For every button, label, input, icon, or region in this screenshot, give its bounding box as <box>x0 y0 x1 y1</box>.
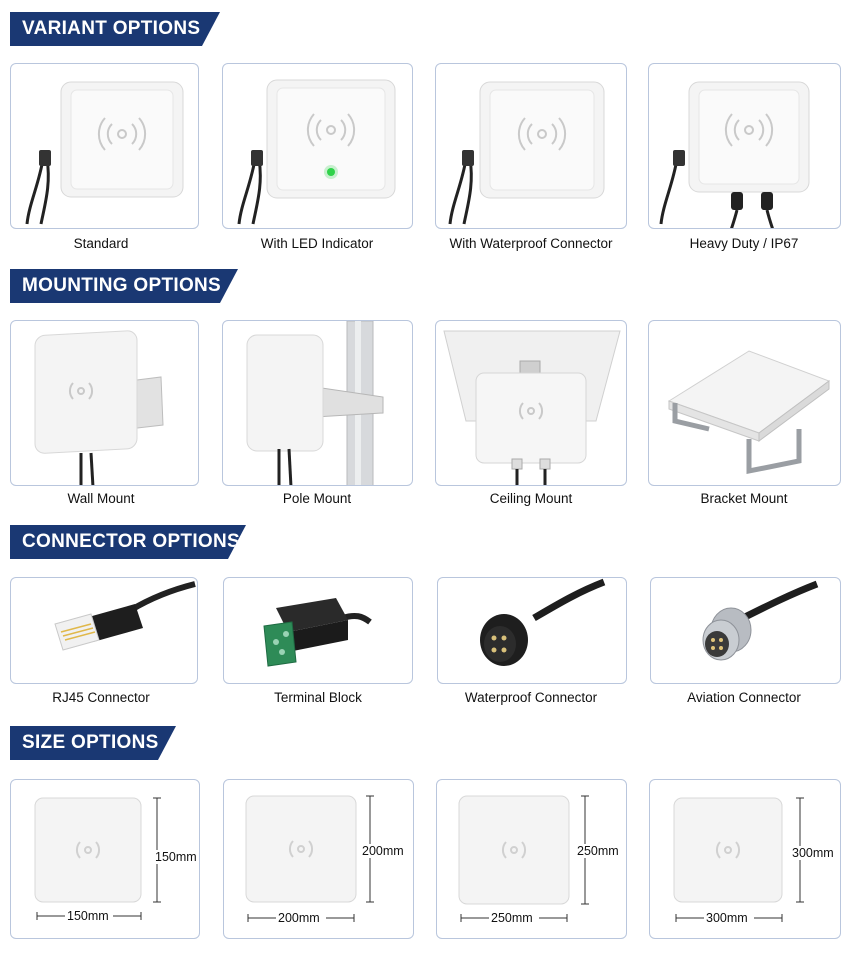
connector-rj45-card[interactable] <box>10 577 198 684</box>
wifi-icon <box>724 113 774 147</box>
size-300-image <box>673 797 804 924</box>
variant-options-title: VARIANT OPTIONS <box>10 12 220 46</box>
wifi-icon <box>306 113 356 147</box>
mount-pole-label: Pole Mount <box>282 491 352 506</box>
size-200-card[interactable]: 200mm 200mm <box>223 779 414 939</box>
wifi-icon <box>289 840 313 858</box>
variant-led-label: With LED Indicator <box>260 236 374 251</box>
size-200-height-label: 200mm <box>362 844 404 858</box>
variant-waterproof-label: With Waterproof Connector <box>449 236 613 251</box>
variant-standard-label: Standard <box>73 236 129 251</box>
size-250-width-label: 250mm <box>491 911 533 925</box>
size-250-height-label: 250mm <box>577 844 619 858</box>
wifi-icon <box>716 841 740 859</box>
mount-wall-label: Wall Mount <box>67 491 135 506</box>
led-indicator-icon <box>327 168 335 176</box>
size-150-height-label: 150mm <box>155 850 197 864</box>
variant-waterproof-card[interactable] <box>435 63 627 229</box>
connector-aviation-card[interactable] <box>650 577 841 684</box>
antenna-led-image <box>237 79 396 225</box>
pole-mount-image <box>246 321 384 485</box>
mount-wall-card[interactable] <box>10 320 199 486</box>
mounting-options-title: MOUNTING OPTIONS <box>10 269 238 303</box>
wifi-icon <box>517 117 567 151</box>
terminal-block-image <box>263 598 372 667</box>
bracket-mount-image <box>667 350 831 475</box>
connector-terminal-label: Terminal Block <box>274 690 362 705</box>
size-300-width-label: 300mm <box>706 911 748 925</box>
antenna-standard-image <box>25 81 184 225</box>
wifi-icon <box>76 841 100 859</box>
wifi-icon <box>69 382 93 400</box>
waterproof-connector-image <box>480 578 606 666</box>
ceiling-mount-image <box>443 330 621 485</box>
size-options-title: SIZE OPTIONS <box>10 726 176 760</box>
wifi-icon <box>97 117 147 151</box>
variant-heavy-duty-card[interactable] <box>648 63 841 229</box>
mount-bracket-card[interactable] <box>648 320 841 486</box>
size-200-image <box>245 795 374 924</box>
mount-pole-card[interactable] <box>222 320 413 486</box>
variant-heavy-duty-label: Heavy Duty / IP67 <box>689 236 799 251</box>
wifi-icon <box>502 841 526 859</box>
size-300-height-label: 300mm <box>792 846 834 860</box>
connector-aviation-label: Aviation Connector <box>687 690 801 705</box>
size-150-image <box>34 797 161 922</box>
size-200-width-label: 200mm <box>278 911 320 925</box>
mount-bracket-label: Bracket Mount <box>700 491 788 506</box>
wall-mount-image <box>34 330 164 485</box>
size-150-card[interactable]: 150mm 150mm <box>10 779 200 939</box>
rj45-connector-image <box>54 581 196 651</box>
size-250-image <box>458 795 589 924</box>
size-150-width-label: 150mm <box>67 909 109 923</box>
connector-options-title: CONNECTOR OPTIONS <box>10 525 246 559</box>
connector-waterproof-card[interactable] <box>437 577 627 684</box>
connector-waterproof-label: Waterproof Connector <box>464 690 598 705</box>
mount-ceiling-card[interactable] <box>435 320 627 486</box>
antenna-waterproof-image <box>448 81 605 225</box>
antenna-heavy-duty-image <box>659 81 810 228</box>
connector-terminal-card[interactable] <box>223 577 413 684</box>
variant-standard-card[interactable] <box>10 63 199 229</box>
size-250-card[interactable]: 250mm 250mm <box>436 779 627 939</box>
mount-ceiling-label: Ceiling Mount <box>489 491 573 506</box>
aviation-connector-image <box>702 580 819 661</box>
variant-led-card[interactable] <box>222 63 413 229</box>
connector-rj45-label: RJ45 Connector <box>52 690 150 705</box>
size-300-card[interactable]: 300mm 300mm <box>649 779 841 939</box>
wifi-icon <box>519 402 543 420</box>
